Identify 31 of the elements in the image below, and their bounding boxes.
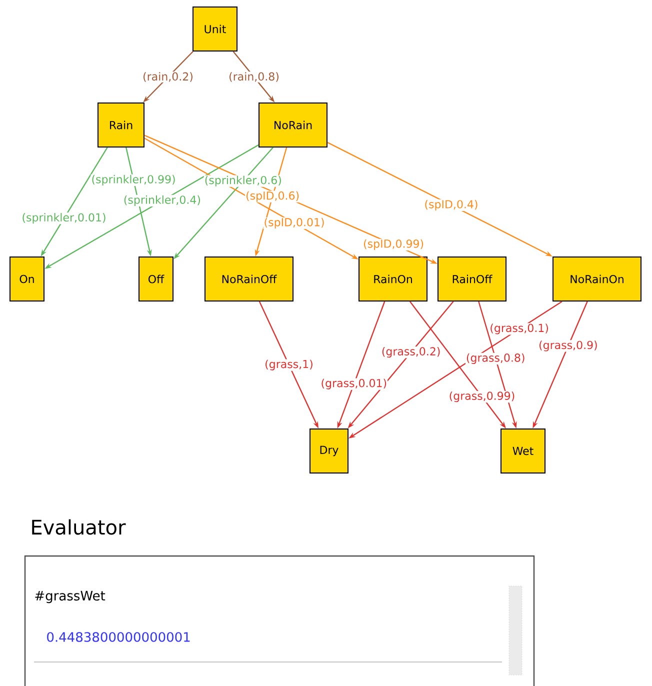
edge-label: (grass,0.01) (320, 378, 388, 390)
state-box: Unit (192, 6, 238, 52)
edge-label: (grass,0.2) (380, 346, 442, 358)
edge-label: (spID,0.4) (424, 199, 479, 211)
edge-label: (grass,0.8) (465, 352, 526, 364)
edge-label: (rain,0.2) (142, 72, 194, 82)
edge-label: (spID,0.01) (263, 217, 326, 229)
edge-label: (spID,0.99) (362, 238, 425, 250)
edge-label: (spID,0.6) (245, 190, 300, 202)
edge-label: (grass,0.99) (448, 390, 516, 403)
edge-label: (sprinkler,0.99) (90, 174, 176, 186)
state-box: On (10, 256, 44, 302)
state-box: Rain (98, 102, 144, 148)
panel-title: Evaluator (32, 519, 126, 535)
edge-label: (sprinkler,0.6) (204, 175, 282, 187)
expression-text: #grassWet (35, 590, 106, 604)
edge-label: (grass,0.9) (538, 340, 598, 352)
state-box: RainOff (438, 256, 506, 302)
result-value: 0.4483800000000001 (47, 632, 190, 642)
state-box: Wet (500, 428, 546, 474)
state-box: RainOn (358, 256, 428, 302)
state-box: NoRain (258, 102, 328, 148)
state-box: NoRainOn (552, 256, 642, 302)
edge-label: (rain,0.8) (228, 72, 280, 82)
edge-label: (sprinkler,0.01) (21, 212, 107, 224)
state-box: Dry (310, 428, 348, 474)
edge-label: (sprinkler,0.4) (122, 194, 202, 207)
edge-label: (grass,1) (264, 359, 314, 371)
state-box: NoRainOff (204, 256, 294, 302)
edge-label: (grass,0.1) (489, 323, 550, 335)
state-box: Off (138, 256, 174, 302)
